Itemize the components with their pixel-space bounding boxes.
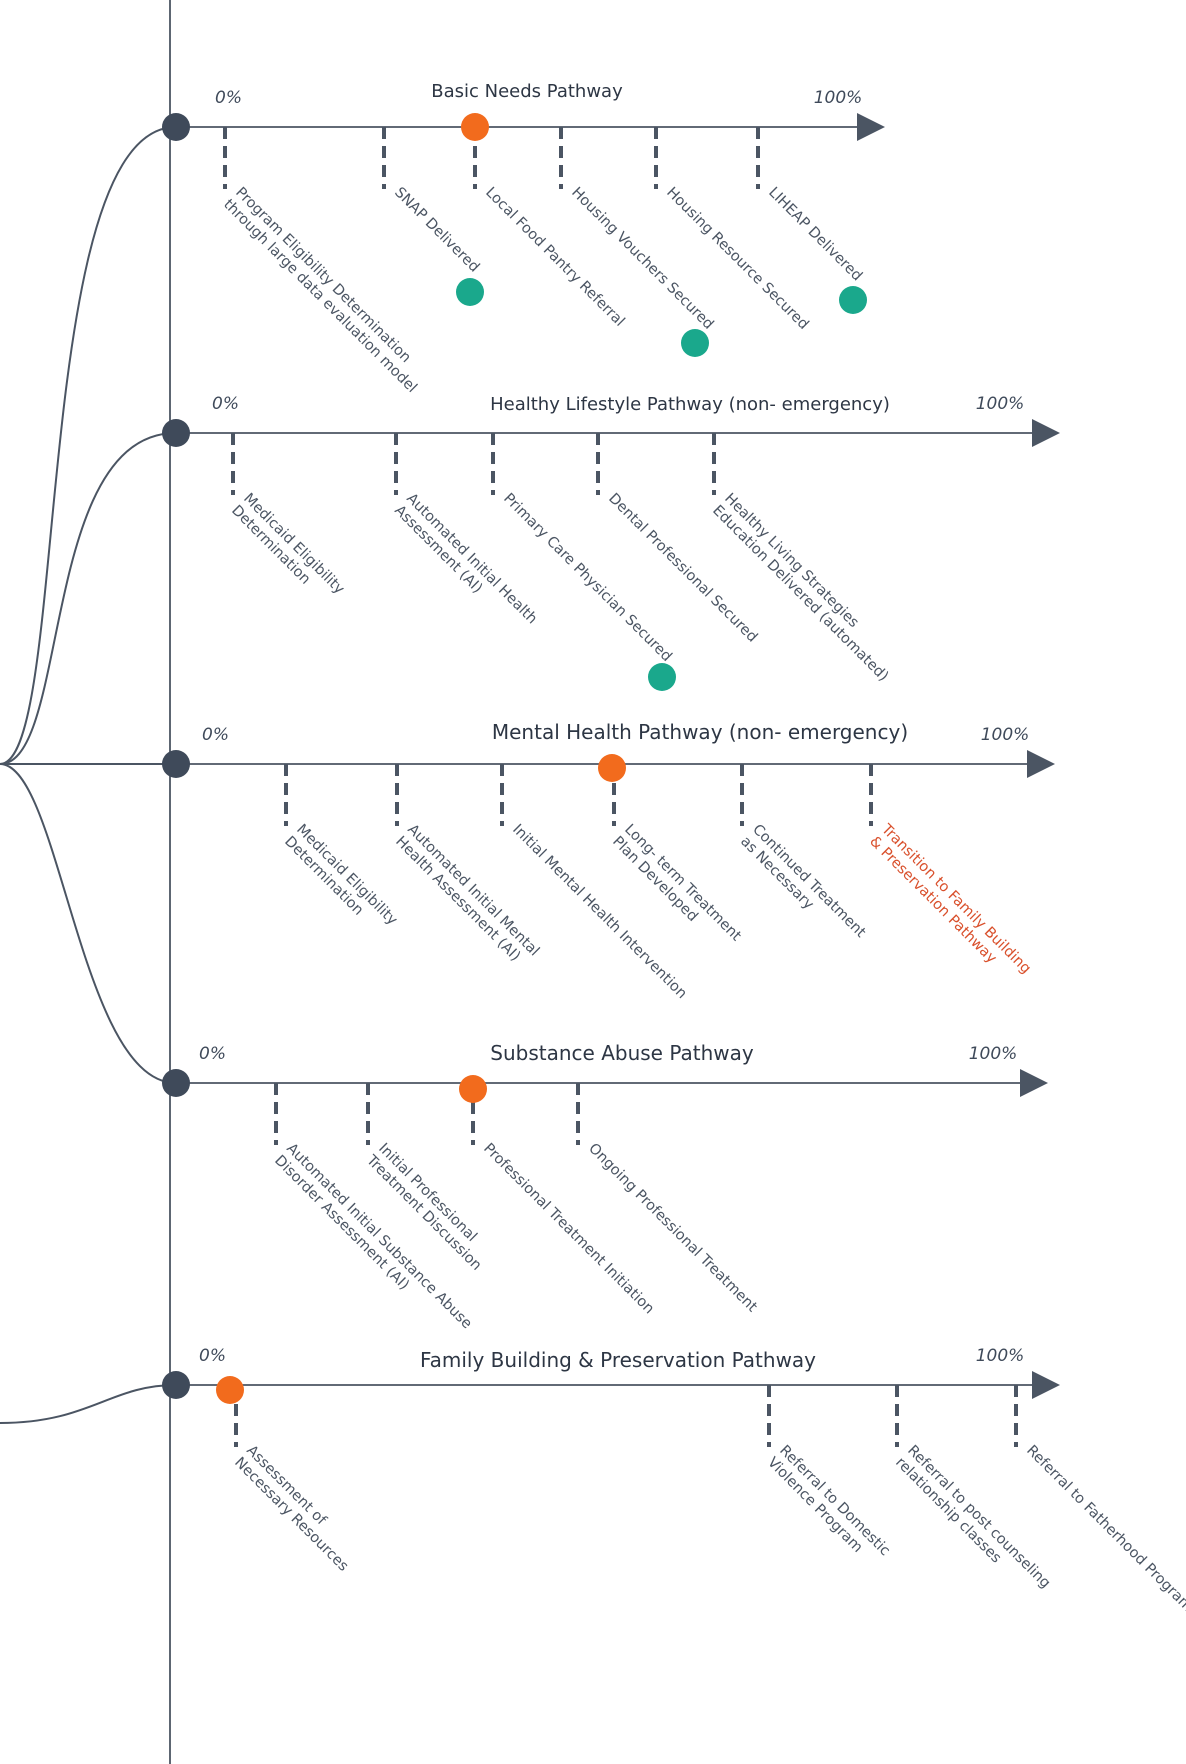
branch-healthy-lifestyle — [0, 432, 177, 765]
milestone: Ongoing Professional Treatment — [576, 1083, 760, 1316]
current-status-dot — [461, 113, 489, 141]
end-percent-label: 100% — [969, 1044, 1018, 1064]
pathway-start-node[interactable] — [162, 419, 190, 447]
arrowhead-icon — [1027, 750, 1055, 778]
pathway-start-node[interactable] — [162, 1069, 190, 1097]
pathway-title: Basic Needs Pathway — [431, 81, 623, 102]
start-percent-label: 0% — [199, 1346, 226, 1366]
milestone: Transition to Family Building& Preservat… — [865, 764, 1034, 989]
arrowhead-icon — [1032, 1371, 1060, 1399]
pathway-basic-needs: Program Eligibility Determinationthrough… — [162, 81, 885, 396]
milestone-label: LIHEAP Delivered — [765, 185, 865, 285]
milestone-label: Continued Treatmentas Necessary — [737, 822, 869, 954]
branch-family-building — [0, 1384, 177, 1424]
start-percent-label: 0% — [202, 725, 229, 745]
milestone-label: Automated Initial MentalHealth Assessmen… — [392, 822, 542, 972]
milestone: Referral to post counselingrelationship … — [892, 1385, 1053, 1604]
milestone-label: Referral to Fatherhood Program — [1023, 1443, 1186, 1616]
pathway-title: Mental Health Pathway (non- emergency) — [492, 720, 908, 744]
milestone-label: Local Food Pantry Referral — [482, 185, 627, 330]
milestone: Healthy Living StrategiesEducation Deliv… — [709, 433, 903, 685]
pathway-start-node[interactable] — [162, 113, 190, 141]
milestone: Assessment ofNecessary Resources — [231, 1385, 363, 1575]
current-status-dot — [598, 754, 626, 782]
milestone: Automated Initial HealthAssessment (AI) — [391, 433, 540, 627]
end-percent-label: 100% — [814, 88, 863, 108]
milestone: Long- term TreatmentPlan Developed — [609, 764, 744, 945]
milestone: Continued Treatmentas Necessary — [737, 764, 869, 954]
milestone-label: Ongoing Professional Treatment — [585, 1141, 760, 1316]
pathway-family-building-preservation: Assessment ofNecessary Resources Referral… — [162, 1346, 1186, 1615]
milestone-label: Medicaid EligibilityDetermination — [228, 491, 347, 610]
start-percent-label: 0% — [212, 394, 239, 414]
milestone-label: Transition to Family Building& Preservat… — [865, 821, 1033, 989]
milestone: Medicaid EligibilityDetermination — [228, 433, 348, 610]
completed-status-dot — [456, 278, 484, 306]
completed-status-dot — [681, 329, 709, 357]
pathway-start-node[interactable] — [162, 1371, 190, 1399]
start-percent-label: 0% — [199, 1044, 226, 1064]
end-percent-label: 100% — [976, 394, 1025, 414]
milestone-label: Primary Care Physician Secured — [500, 491, 674, 665]
milestone: Automated Initial MentalHealth Assessmen… — [392, 764, 542, 972]
milestone-label: Assessment ofNecessary Resources — [231, 1443, 363, 1575]
pathway-healthy-lifestyle: Medicaid EligibilityDetermination Automat… — [162, 394, 1060, 691]
arrowhead-icon — [1032, 419, 1060, 447]
milestone: Program Eligibility Determinationthrough… — [220, 127, 432, 397]
milestone: LIHEAP Delivered — [756, 127, 865, 285]
arrowhead-icon — [1020, 1069, 1048, 1097]
milestone: Professional Treatment Initiation — [471, 1083, 657, 1318]
pathway-title: Family Building & Preservation Pathway — [420, 1348, 816, 1372]
end-percent-label: 100% — [981, 725, 1030, 745]
milestone: SNAP Delivered — [382, 127, 482, 276]
milestone-label: Referral to DomesticViolence Program — [764, 1443, 893, 1572]
milestone: Housing Vouchers Secured — [559, 127, 716, 333]
completed-status-dot — [839, 286, 867, 314]
pathway-start-node[interactable] — [162, 750, 190, 778]
end-percent-label: 100% — [976, 1346, 1025, 1366]
milestone: Medicaid EligibilityDetermination — [281, 764, 401, 941]
start-percent-label: 0% — [215, 88, 242, 108]
milestone-label: SNAP Delivered — [391, 185, 482, 276]
branch-basic-needs — [0, 126, 177, 765]
pathway-title: Healthy Lifestyle Pathway (non- emergenc… — [490, 394, 890, 415]
milestone-label: Program Eligibility Determinationthrough… — [220, 185, 432, 397]
milestone-label: Initial Mental Health Intervention — [509, 822, 690, 1003]
pathway-substance-abuse: Automated Initial Substance AbuseDisorde… — [162, 1041, 1048, 1332]
milestone-label: Referral to post counselingrelationship … — [892, 1443, 1053, 1604]
current-status-dot — [459, 1075, 487, 1103]
arrowhead-icon — [857, 113, 885, 141]
milestone: Primary Care Physician Secured — [491, 433, 675, 665]
milestone-label: Healthy Living StrategiesEducation Deliv… — [709, 491, 903, 685]
milestone: Referral to DomesticViolence Program — [764, 1385, 893, 1572]
completed-status-dot — [648, 663, 676, 691]
milestone-label: Professional Treatment Initiation — [480, 1141, 657, 1318]
current-status-dot — [216, 1376, 244, 1404]
branch-substance-abuse — [0, 763, 177, 1084]
milestone-label: Medicaid EligibilityDetermination — [281, 822, 400, 941]
pathway-title: Substance Abuse Pathway — [490, 1041, 754, 1065]
